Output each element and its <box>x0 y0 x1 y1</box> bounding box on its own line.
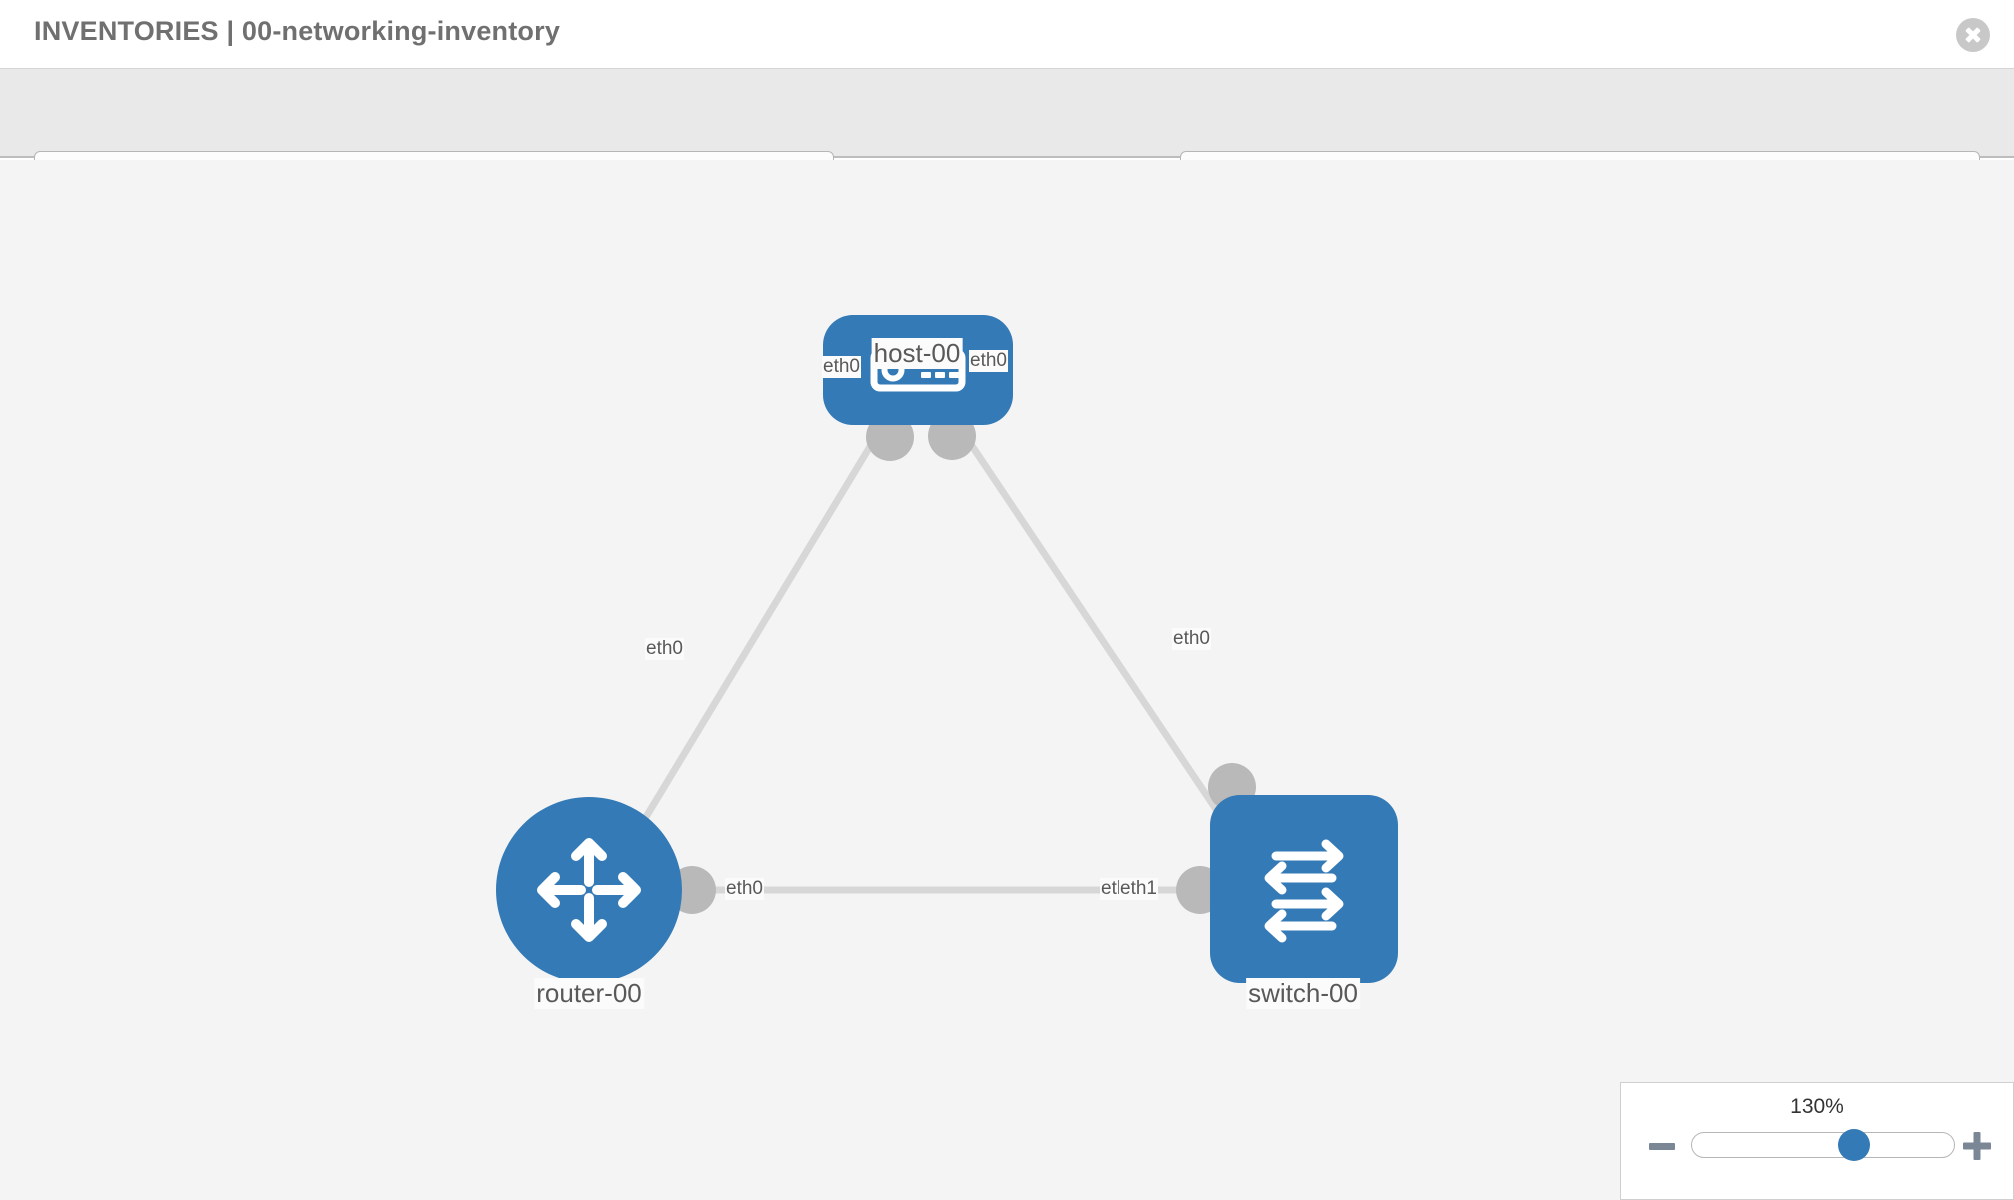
link-host-router <box>617 428 883 862</box>
zoom-control-panel: 130% <box>1620 1082 2014 1200</box>
port-label-switch-north: eth0 <box>1172 628 1211 650</box>
node-host-00 <box>823 315 1013 425</box>
port-label-host-right: eth0 <box>969 350 1008 372</box>
port-label-router-east: eth0 <box>725 878 764 900</box>
topology-links <box>617 426 1253 894</box>
toolbar: ACTIONS SEARCH <box>0 68 2014 203</box>
zoom-slider[interactable] <box>1691 1129 1955 1161</box>
zoom-level-label: 130% <box>1790 1095 1844 1118</box>
close-icon[interactable] <box>1956 18 1990 52</box>
node-label-router-00: router-00 <box>534 978 644 1009</box>
topology-canvas[interactable]: host-00 router-00 switch-00 eth0 eth0 et… <box>0 160 2014 1200</box>
topology-graph <box>496 315 1398 983</box>
minus-icon[interactable] <box>1649 1143 1675 1150</box>
node-label-switch-00: switch-00 <box>1246 978 1360 1009</box>
zoom-slider-thumb[interactable] <box>1838 1129 1871 1161</box>
port-label-router-north: eth0 <box>645 638 684 660</box>
node-switch-00 <box>1210 795 1398 983</box>
plus-icon[interactable] <box>1963 1132 1991 1160</box>
page-title: INVENTORIES | 00-networking-inventory <box>34 16 561 46</box>
port-label-host-left: eth0 <box>822 356 861 378</box>
node-label-host-00: host-00 <box>871 338 963 369</box>
port-label-switch-west-b: eth1 <box>1119 878 1158 900</box>
header-bar: INVENTORIES | 00-networking-inventory <box>0 0 2014 68</box>
link-host-switch <box>957 426 1253 862</box>
node-router-00 <box>496 797 682 983</box>
topology-ports <box>668 412 1256 914</box>
